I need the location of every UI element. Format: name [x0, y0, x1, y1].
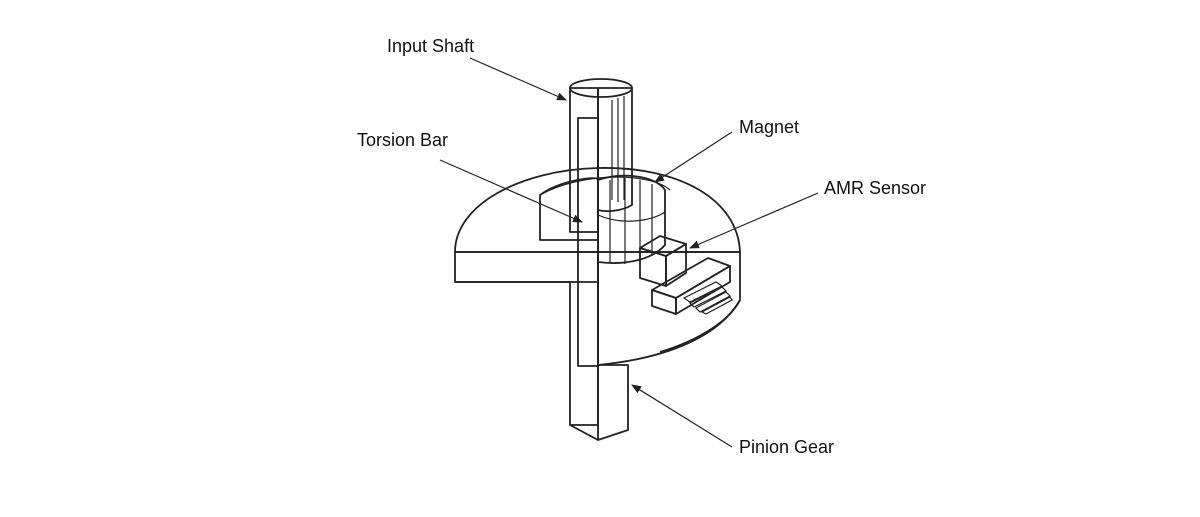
leader-pinion-gear — [631, 384, 733, 448]
label-amr-sensor: AMR Sensor — [824, 178, 927, 198]
pinion-gear — [455, 281, 629, 441]
leader-lines — [439, 57, 819, 448]
torsion-bar — [577, 117, 599, 367]
amr-sensor-cube — [639, 235, 687, 287]
label-pinion-gear: Pinion Gear — [739, 437, 835, 457]
label-magnet: Magnet — [739, 117, 800, 137]
leader-amr-sensor — [689, 192, 819, 249]
leader-input-shaft — [469, 57, 567, 101]
sensor-connector — [651, 257, 733, 315]
leader-torsion-bar — [439, 159, 583, 223]
label-torsion-bar: Torsion Bar — [357, 130, 449, 150]
label-input-shaft: Input Shaft — [387, 36, 475, 56]
input-shaft — [569, 78, 633, 233]
leader-magnet — [654, 131, 733, 183]
